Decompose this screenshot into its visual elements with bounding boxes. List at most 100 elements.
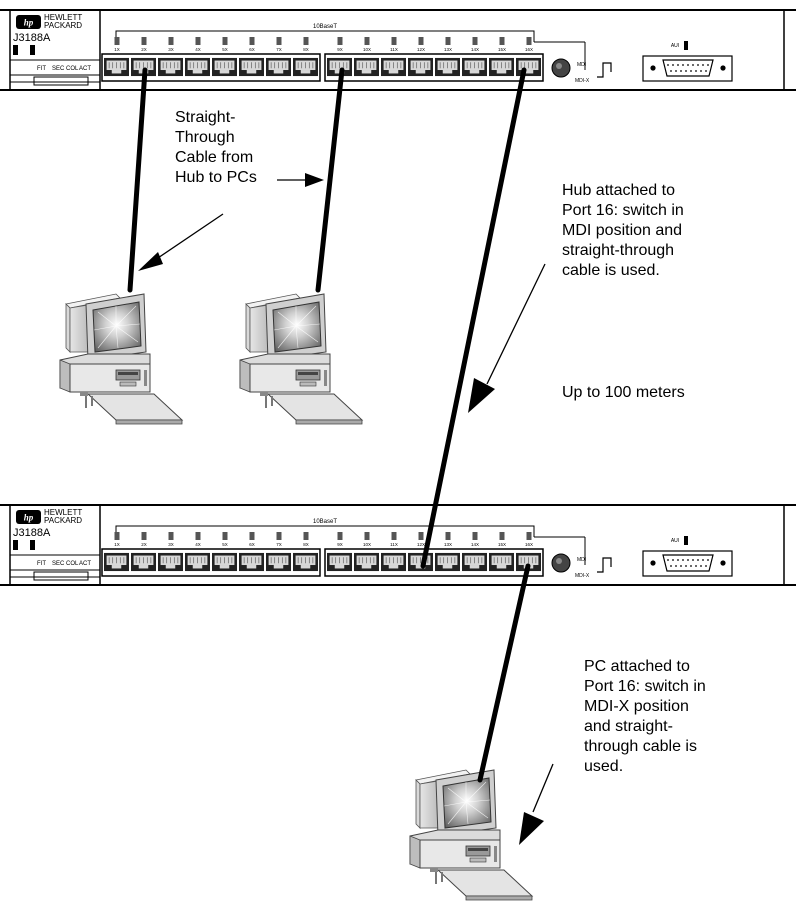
- port-jack-11[interactable]: [381, 552, 406, 572]
- port-led-15: [499, 37, 505, 45]
- note-hub-port16: Hub attached to Port 16: switch in MDI p…: [562, 181, 684, 281]
- port-jack-13[interactable]: [435, 552, 460, 572]
- port-label-14: 14X: [471, 47, 479, 52]
- port-jack-8[interactable]: [293, 57, 318, 77]
- port-jack-13[interactable]: [435, 57, 460, 77]
- port-label-13: 13X: [444, 542, 452, 547]
- port-jack-10[interactable]: [354, 552, 379, 572]
- port-label-11: 11X: [390, 47, 398, 52]
- note-pc-port16-line6: used.: [584, 758, 624, 775]
- cable-hub1-port16-to-hub2: [420, 67, 527, 569]
- model-label: J3188A: [13, 527, 51, 539]
- cable-port2-to-pc1: [127, 67, 148, 293]
- port-jack-4[interactable]: [185, 552, 210, 572]
- port-jack-6[interactable]: [239, 57, 264, 77]
- note-pc-port16-line3: MDI-X position: [584, 698, 689, 715]
- port-label-12: 12X: [417, 542, 425, 547]
- port-jack-6[interactable]: [239, 552, 264, 572]
- port-led-12: [418, 37, 424, 45]
- port-label-16: 16X: [525, 542, 533, 547]
- status-led-col: COL: [66, 561, 79, 567]
- note-pc-cable-line1: Straight-: [175, 109, 236, 126]
- port-jack-12[interactable]: [408, 57, 433, 77]
- port-jack-9[interactable]: [327, 552, 352, 572]
- port-label-16: 16X: [525, 47, 533, 52]
- port-led-7: [276, 532, 282, 540]
- port-jack-15[interactable]: [489, 57, 514, 77]
- port-led-4: [195, 532, 201, 540]
- port-label-1: 1X: [114, 47, 120, 52]
- note-hub-port16-line3: MDI position and: [562, 222, 683, 239]
- port-jack-4[interactable]: [185, 57, 210, 77]
- note-hub-port16-line5: cable is used.: [562, 262, 660, 279]
- port-led-1: [114, 532, 120, 540]
- port-label-9: 9X: [337, 47, 343, 52]
- port-led-16: [526, 532, 532, 540]
- port-led-5: [222, 532, 228, 540]
- port-jack-5[interactable]: [212, 552, 237, 572]
- status-led-fit: FIT: [37, 561, 46, 567]
- aui-label: AUI: [671, 43, 679, 49]
- port-jack-7[interactable]: [266, 57, 291, 77]
- port-label-8: 8X: [303, 542, 309, 547]
- port-led-5: [222, 37, 228, 45]
- port-led-6: [249, 37, 255, 45]
- port-label-12: 12X: [417, 47, 425, 52]
- status-led-labels: FIT SEC COL ACT: [37, 561, 91, 567]
- brand-line1: HEWLETT: [44, 13, 82, 22]
- port-jack-1[interactable]: [104, 552, 129, 572]
- hp-logo-icon: [16, 510, 41, 524]
- port-jack-15[interactable]: [489, 552, 514, 572]
- port-jack-10[interactable]: [354, 57, 379, 77]
- arrow-to-cable-2: [277, 173, 324, 187]
- port-jack-11[interactable]: [381, 57, 406, 77]
- pc-3: [409, 769, 533, 901]
- port-led-8: [303, 532, 309, 540]
- status-led-act: ACT: [79, 561, 91, 567]
- model-label: J3188A: [13, 32, 51, 44]
- status-led-act: ACT: [79, 66, 91, 72]
- port-label-5: 5X: [222, 542, 228, 547]
- port-jack-12[interactable]: [408, 552, 433, 572]
- port-jack-7[interactable]: [266, 552, 291, 572]
- port-led-13: [445, 532, 451, 540]
- port-label-3: 3X: [168, 47, 174, 52]
- aui-label: AUI: [671, 538, 679, 544]
- port-jack-1[interactable]: [104, 57, 129, 77]
- port-label-14: 14X: [471, 542, 479, 547]
- port-jack-3[interactable]: [158, 552, 183, 572]
- note-pc-port16-line2: Port 16: switch in: [584, 678, 706, 695]
- port-label-15: 15X: [498, 47, 506, 52]
- hub-top: hp HEWLETT PACKARD J3188A FIT SEC COL AC…: [0, 9, 796, 91]
- port-led-3: [168, 532, 174, 540]
- mdi-label: MDI: [577, 557, 586, 563]
- port-led-4: [195, 37, 201, 45]
- note-pc-port16-line4: and straight-: [584, 718, 673, 735]
- pc-1: [59, 293, 183, 425]
- port-label-4: 4X: [195, 47, 201, 52]
- note-pc-port16: PC attached to Port 16: switch in MDI-X …: [584, 657, 706, 777]
- note-hub-port16-line4: straight-through: [562, 242, 675, 259]
- port-jack-3[interactable]: [158, 57, 183, 77]
- port-label-15: 15X: [498, 542, 506, 547]
- port-label-2: 2X: [141, 47, 147, 52]
- port-led-3: [168, 37, 174, 45]
- port-led-2: [141, 532, 147, 540]
- port-label-6: 6X: [249, 47, 255, 52]
- note-pc-port16-line5: through cable is: [584, 738, 697, 755]
- port-jack-2[interactable]: [131, 552, 156, 572]
- pc-2: [239, 293, 363, 425]
- port-jack-5[interactable]: [212, 57, 237, 77]
- port-led-13: [445, 37, 451, 45]
- arrow-to-cable-1: [138, 213, 224, 271]
- port-jack-14[interactable]: [462, 552, 487, 572]
- port-label-5: 5X: [222, 47, 228, 52]
- port-jack-16[interactable]: [516, 57, 541, 77]
- port-label-7: 7X: [276, 47, 282, 52]
- port-label-11: 11X: [390, 542, 398, 547]
- port-jack-8[interactable]: [293, 552, 318, 572]
- note-hub-port16-line2: Port 16: switch in: [562, 202, 684, 219]
- port-jack-14[interactable]: [462, 57, 487, 77]
- mdix-label: MDI-X: [575, 78, 590, 84]
- port-led-12: [418, 532, 424, 540]
